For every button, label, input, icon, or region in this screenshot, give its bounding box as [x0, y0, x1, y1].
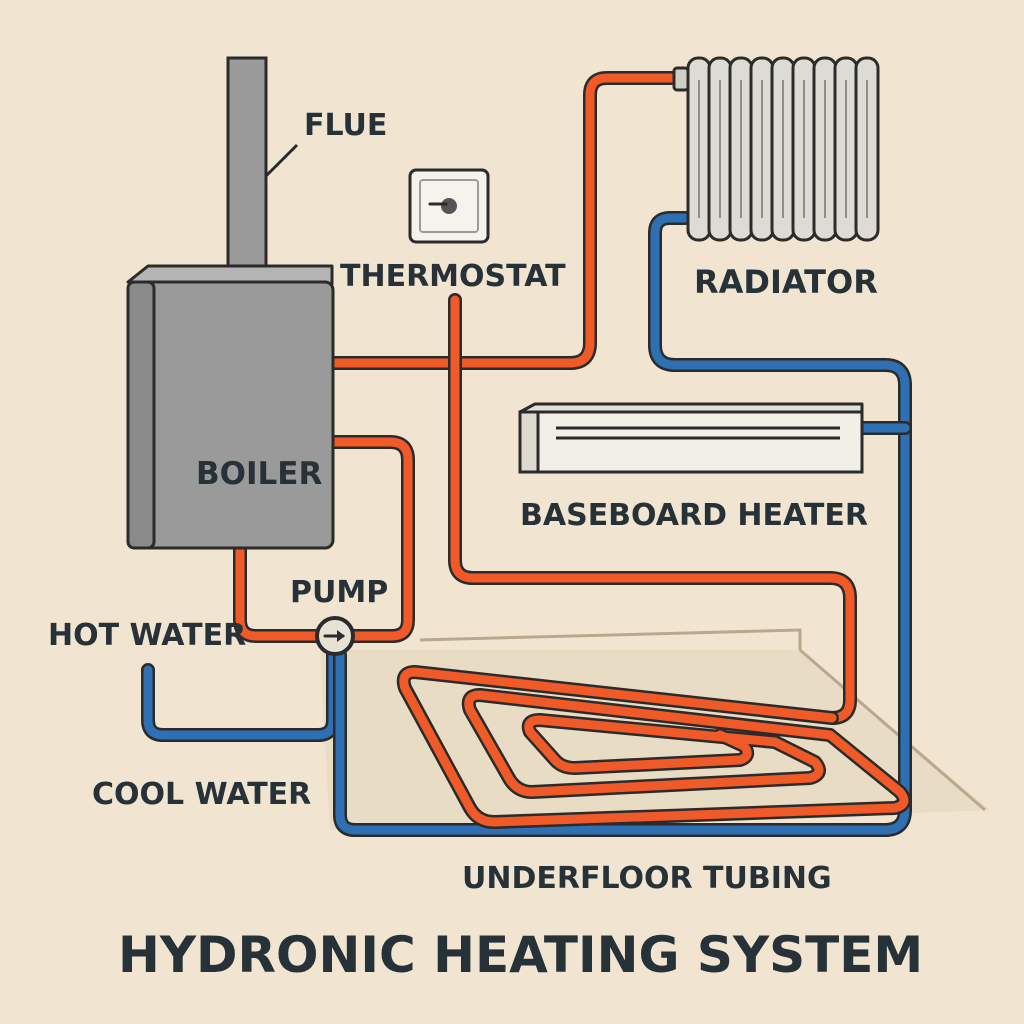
label-pump: PUMP [290, 575, 388, 610]
underfloor-tubing [396, 665, 911, 829]
radiator [672, 56, 880, 242]
baseboard-heater [518, 402, 864, 474]
thermostat [408, 168, 490, 244]
diagram-title: HYDRONIC HEATING SYSTEM [118, 926, 923, 984]
hot-water-pipes [233, 71, 857, 725]
boiler [126, 264, 335, 550]
labels: FLUE THERMOSTAT RADIATOR BOILER BASEBOAR… [48, 108, 923, 984]
flue-pipe [226, 56, 299, 286]
pump-arrow-icon [323, 630, 345, 642]
radiator-fins [686, 56, 880, 242]
pump [315, 616, 355, 656]
label-hot-water: HOT WATER [48, 618, 246, 653]
label-underfloor-tubing: UNDERFLOOR TUBING [462, 861, 832, 896]
label-boiler: BOILER [196, 456, 322, 492]
label-thermostat: THERMOSTAT [340, 259, 566, 294]
cool-water-pipes [141, 211, 912, 837]
label-baseboard-heater: BASEBOARD HEATER [520, 498, 868, 533]
label-radiator: RADIATOR [694, 263, 878, 301]
thermostat-dial-icon [428, 198, 457, 214]
label-flue: FLUE [304, 108, 387, 143]
label-cool-water: COOL WATER [92, 777, 311, 812]
